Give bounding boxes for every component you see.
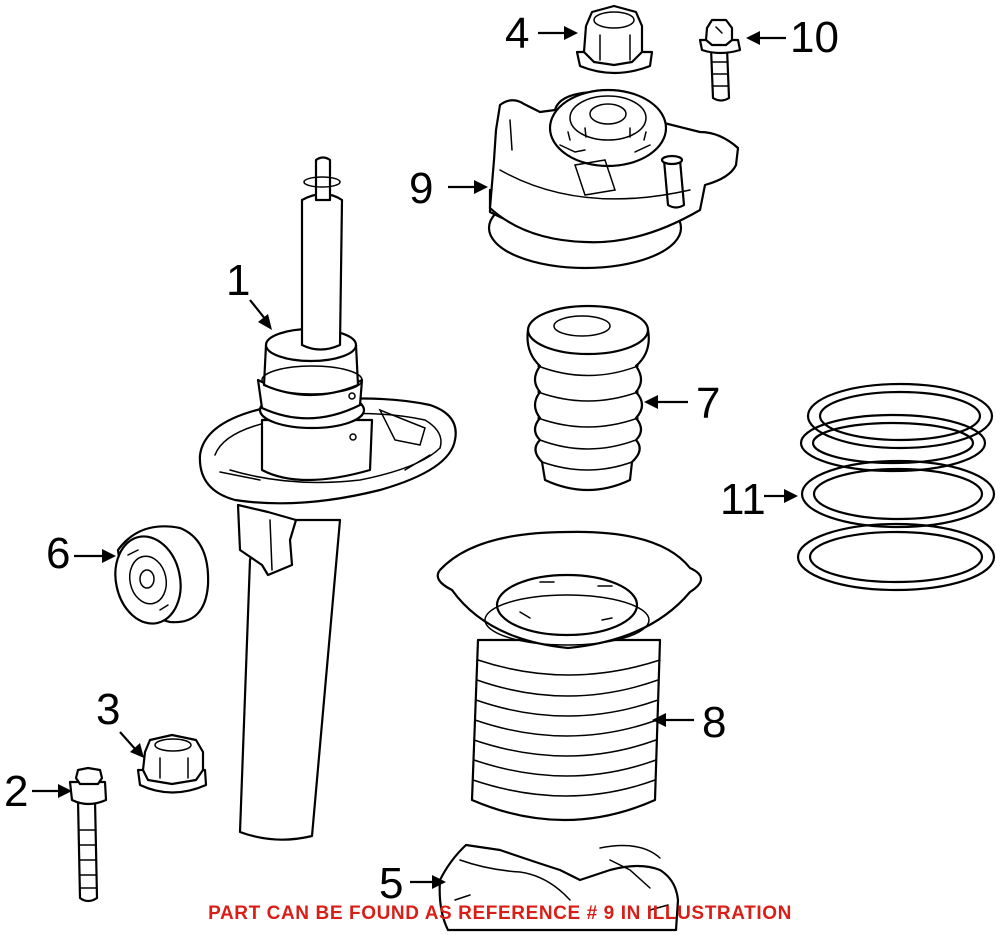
callout-label-7: 7: [696, 379, 720, 428]
callout-label-3: 3: [96, 685, 120, 734]
callout-3: 3: [96, 685, 144, 758]
bolt-part-10: [698, 18, 742, 102]
callout-label-4: 4: [505, 9, 529, 58]
dust-boot-part-8: [436, 530, 703, 822]
strut-assembly: [198, 156, 457, 841]
callout-5: 5: [379, 859, 446, 908]
callout-label-11: 11: [720, 475, 766, 524]
callout-2: 2: [4, 767, 72, 816]
reference-footnote: PART CAN BE FOUND AS REFERENCE # 9 IN IL…: [208, 903, 792, 924]
callout-6: 6: [46, 529, 116, 578]
bolt-part-2: [68, 766, 108, 903]
callout-10: 10: [746, 13, 839, 62]
bushing-part-6: [114, 525, 210, 625]
strut-mount-part-9: [487, 88, 740, 270]
callout-4: 4: [505, 9, 578, 58]
callout-7: 7: [644, 379, 720, 428]
callout-label-10: 10: [790, 13, 839, 62]
callout-label-6: 6: [46, 529, 70, 578]
bump-stop-part-7: [526, 304, 650, 492]
coil-spring-part-11: [796, 382, 996, 592]
callout-label-9: 9: [409, 164, 433, 213]
callout-9: 9: [409, 164, 488, 213]
spring-isolator-part-5: [438, 843, 680, 932]
callout-label-5: 5: [379, 859, 403, 908]
callout-label-8: 8: [702, 698, 726, 747]
callout-1: 1: [226, 256, 272, 330]
callout-label-2: 2: [4, 767, 28, 816]
callout-8: 8: [652, 698, 726, 747]
callout-11: 11: [720, 475, 798, 524]
callout-label-1: 1: [226, 256, 250, 305]
nut-part-4: [575, 4, 654, 75]
nut-part-3: [136, 733, 208, 794]
